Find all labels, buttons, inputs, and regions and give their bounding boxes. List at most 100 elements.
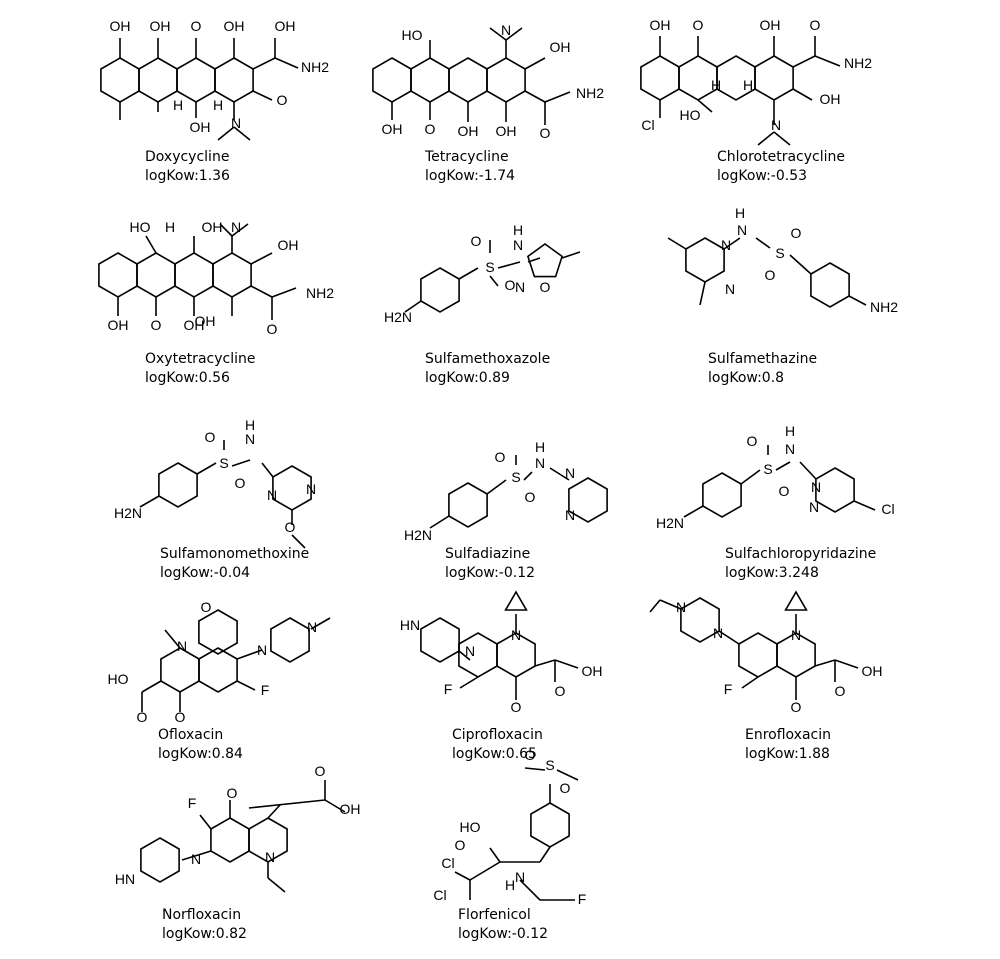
atom-label: OH <box>820 91 841 107</box>
atom-label: N <box>265 849 275 865</box>
atom-label: O <box>205 429 216 445</box>
atom-label: F <box>444 681 453 697</box>
ring-bond <box>420 617 460 663</box>
ring-bond <box>212 252 252 298</box>
ring-bond <box>784 590 808 611</box>
atom-label: O <box>779 483 790 499</box>
atom-label: N <box>191 851 201 867</box>
atom-label: N <box>267 487 277 503</box>
bond <box>459 676 479 689</box>
bond <box>324 799 346 813</box>
bond <box>757 131 775 146</box>
ring-bond <box>420 267 460 313</box>
atom-label: O <box>540 279 551 295</box>
atom-label: F <box>578 891 587 907</box>
atom-label: N <box>725 281 735 297</box>
ring-bond <box>214 57 254 103</box>
bond <box>310 617 331 630</box>
bond <box>834 659 859 669</box>
atom-label: N <box>513 237 523 253</box>
ring-bond <box>174 252 214 298</box>
atom-label: O <box>137 709 148 725</box>
atom-label: O <box>471 233 482 249</box>
atom-label: O <box>765 267 776 283</box>
ring-bond <box>100 57 140 103</box>
compound-caption-tetracycline: Tetracycline logKow:-1.74 <box>425 148 515 186</box>
atom-label: O <box>525 489 536 505</box>
bond <box>181 850 212 861</box>
bond <box>261 462 274 478</box>
bond <box>267 877 286 893</box>
compound-logkow: logKow:0.89 <box>425 370 510 386</box>
compound-name: Sulfamonomethoxine <box>160 546 310 562</box>
bond <box>561 251 581 259</box>
bond <box>497 261 521 269</box>
bond <box>489 27 507 41</box>
bond <box>789 254 812 275</box>
bond <box>404 300 422 313</box>
bond <box>549 467 570 481</box>
bond <box>524 767 546 771</box>
bond <box>519 879 541 901</box>
atom-label: NH2 <box>576 85 604 101</box>
bond <box>853 500 876 511</box>
bond <box>755 237 771 249</box>
bond <box>252 57 276 70</box>
atom-label: OH <box>496 123 517 139</box>
atom-label: HN <box>115 871 135 887</box>
compound-caption-sulfamethoxazole: Sulfamethoxazole logKow:0.89 <box>425 350 550 388</box>
compound-logkow: logKow:0.65 <box>452 746 537 762</box>
compound-name: Florfenicol <box>458 907 531 923</box>
bond <box>697 99 713 113</box>
bond <box>773 131 791 146</box>
atom-label: O <box>810 17 821 33</box>
atom-label: OH <box>108 317 129 333</box>
atom-label: NH2 <box>306 285 334 301</box>
bond <box>792 55 816 68</box>
atom-label: OH <box>202 219 223 235</box>
atom-label: OH <box>340 801 361 817</box>
compound-logkow: logKow:-1.74 <box>425 168 516 184</box>
atom-label: O <box>175 709 186 725</box>
ring-bond <box>448 57 488 103</box>
atom-label: H <box>165 219 175 235</box>
atom-label: N <box>809 499 819 515</box>
atom-label: S <box>511 469 520 485</box>
atom-label: N <box>535 455 545 471</box>
atom-label: NH2 <box>301 59 329 75</box>
atom-label: O <box>505 277 516 293</box>
atom-label: OH <box>862 663 883 679</box>
atom-label: O <box>455 837 466 853</box>
compound-name: Sulfamethoxazole <box>425 351 551 367</box>
ring-bond <box>410 57 450 103</box>
atom-label: O <box>285 519 296 535</box>
bond <box>799 461 817 480</box>
atom-label: O <box>201 599 212 615</box>
atom-label: S <box>775 245 784 261</box>
atom-label: N <box>307 619 317 635</box>
bond <box>250 285 273 298</box>
atom-label: N <box>565 507 575 523</box>
compound-logkow: logKow:-0.53 <box>717 168 808 184</box>
bond <box>454 871 471 881</box>
atom-label: H <box>513 222 523 238</box>
ring-bond <box>158 462 198 508</box>
bond <box>659 599 682 610</box>
bond <box>814 55 841 67</box>
atom-label: O <box>191 18 202 34</box>
compound-name: Tetracycline <box>425 149 509 165</box>
atom-label: S <box>219 455 228 471</box>
compound-name: Ciprofloxacin <box>452 727 543 743</box>
